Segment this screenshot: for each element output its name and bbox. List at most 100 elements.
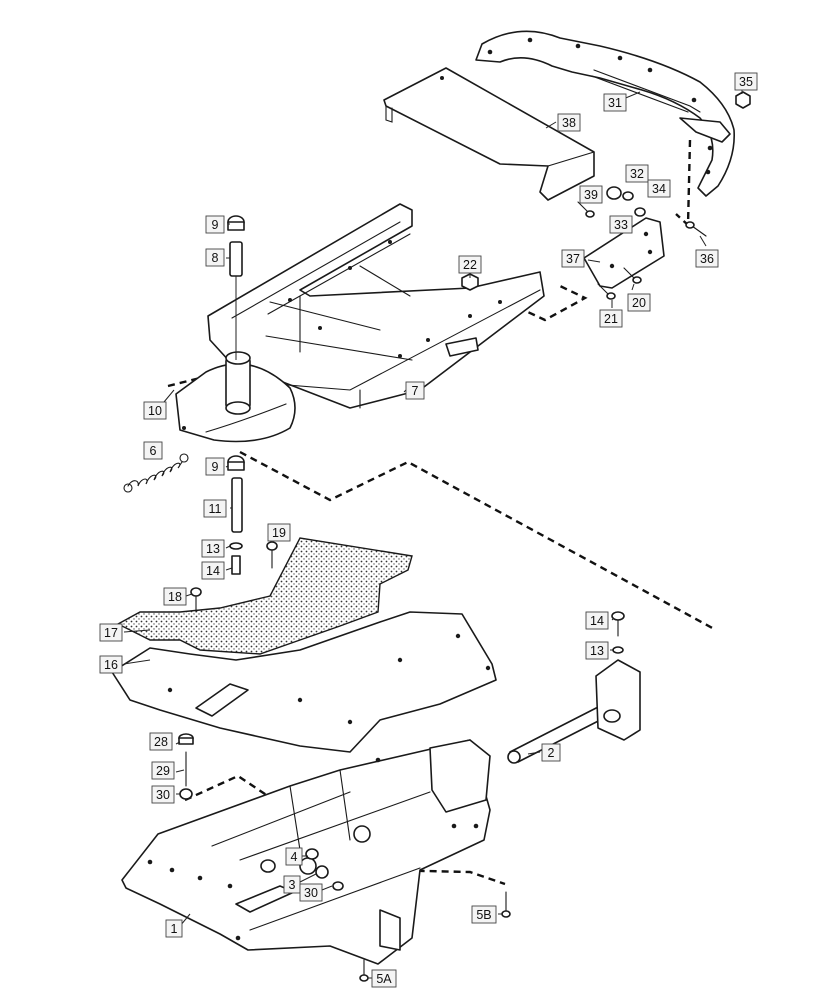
callout-16: 16 (99, 655, 123, 674)
callout-37: 37 (561, 249, 585, 268)
part-16-floor-plate (111, 611, 497, 753)
part-36-bolt (685, 221, 707, 237)
part-14-13-right-hardware (611, 611, 625, 654)
svg-text:18: 18 (168, 590, 182, 604)
part-31-curved-bracket (475, 30, 735, 197)
svg-text:17: 17 (104, 626, 118, 640)
callout-6: 6 (143, 441, 163, 460)
callout-14-right: 14 (585, 611, 609, 630)
part-35-nut (735, 91, 751, 109)
axle-pivot-block (595, 659, 641, 741)
svg-text:5A: 5A (376, 972, 392, 986)
svg-text:35: 35 (739, 75, 753, 89)
svg-text:4: 4 (291, 850, 298, 864)
svg-text:14: 14 (206, 564, 220, 578)
callout-7: 7 (405, 381, 425, 400)
svg-text:9: 9 (212, 218, 219, 232)
part-32-34-33-hardware (606, 186, 646, 217)
callout-9-bottom: 9 (205, 457, 225, 476)
callout-9-top: 9 (205, 215, 225, 234)
svg-text:31: 31 (608, 96, 622, 110)
callout-21: 21 (599, 309, 623, 328)
svg-text:38: 38 (562, 116, 576, 130)
callout-31: 31 (603, 93, 627, 112)
callout-5b: 5B (471, 905, 497, 924)
callout-11: 11 (203, 499, 227, 518)
svg-text:33: 33 (614, 218, 628, 232)
svg-text:11: 11 (209, 502, 222, 516)
callout-2: 2 (541, 743, 561, 762)
svg-text:16: 16 (104, 658, 118, 672)
svg-text:5B: 5B (476, 908, 491, 922)
callout-19: 19 (267, 523, 291, 542)
svg-text:6: 6 (150, 444, 157, 458)
callout-30-left: 30 (151, 785, 175, 804)
callout-28: 28 (149, 732, 173, 751)
part-9-cap-top (227, 215, 245, 231)
svg-text:21: 21 (604, 312, 618, 326)
part-3-4-bushings (305, 848, 344, 891)
svg-text:3: 3 (289, 878, 296, 892)
callout-10: 10 (143, 401, 167, 420)
callout-18: 18 (163, 587, 187, 606)
svg-text:1: 1 (171, 922, 178, 936)
callout-35: 35 (734, 72, 758, 91)
svg-text:13: 13 (206, 542, 220, 556)
part-8-bushing (229, 241, 243, 277)
callout-13-left: 13 (201, 539, 225, 558)
svg-text:30: 30 (304, 886, 318, 900)
svg-text:37: 37 (566, 252, 580, 266)
callout-1: 1 (165, 919, 183, 938)
part-39-bolt (577, 201, 595, 218)
part-14-bolt (231, 555, 241, 575)
callout-39: 39 (579, 185, 603, 204)
callout-13-right: 13 (585, 641, 609, 660)
callout-33: 33 (609, 215, 633, 234)
part-11-pin (231, 477, 243, 533)
part-19-stud (266, 541, 278, 569)
callout-14-left: 14 (201, 561, 225, 580)
callout-17: 17 (99, 623, 123, 642)
callout-4: 4 (285, 847, 303, 866)
part-6-spring (123, 453, 189, 493)
part-9-cap-bottom (227, 455, 245, 471)
callout-labels: 31 35 38 32 34 39 33 36 37 20 21 22 9 8 … (99, 72, 758, 988)
part-5b-5a-fasteners (359, 891, 511, 982)
svg-text:28: 28 (154, 735, 168, 749)
part-38-seat-plate (383, 67, 595, 201)
svg-text:9: 9 (212, 460, 219, 474)
svg-text:34: 34 (652, 182, 666, 196)
part-20-21-bolts (597, 267, 642, 300)
part-13-washer (229, 542, 243, 550)
callout-34: 34 (647, 179, 671, 198)
svg-text:29: 29 (156, 764, 170, 778)
svg-text:2: 2 (548, 746, 555, 760)
svg-text:8: 8 (212, 251, 219, 265)
svg-text:10: 10 (148, 404, 162, 418)
svg-text:14: 14 (590, 614, 604, 628)
callout-3: 3 (283, 875, 301, 894)
callout-8: 8 (205, 248, 225, 267)
part-17-floor-mat (116, 537, 413, 655)
svg-text:30: 30 (156, 788, 170, 802)
svg-text:7: 7 (412, 384, 419, 398)
swivel-pivot-plate (175, 351, 296, 443)
callout-32: 32 (625, 164, 649, 183)
callout-36: 36 (695, 249, 719, 268)
callout-5a: 5A (371, 969, 397, 988)
callout-38: 38 (557, 113, 581, 132)
part-7-upper-frame (207, 203, 545, 409)
part-18-screw (190, 587, 202, 613)
svg-text:13: 13 (590, 644, 604, 658)
callout-29: 29 (151, 761, 175, 780)
svg-text:32: 32 (630, 167, 644, 181)
svg-text:36: 36 (700, 252, 714, 266)
callout-20: 20 (627, 293, 651, 312)
callout-22: 22 (458, 255, 482, 274)
svg-text:20: 20 (632, 296, 646, 310)
svg-text:39: 39 (584, 188, 598, 202)
svg-text:22: 22 (463, 258, 477, 272)
svg-text:19: 19 (272, 526, 286, 540)
callout-30-bottom: 30 (299, 883, 323, 902)
